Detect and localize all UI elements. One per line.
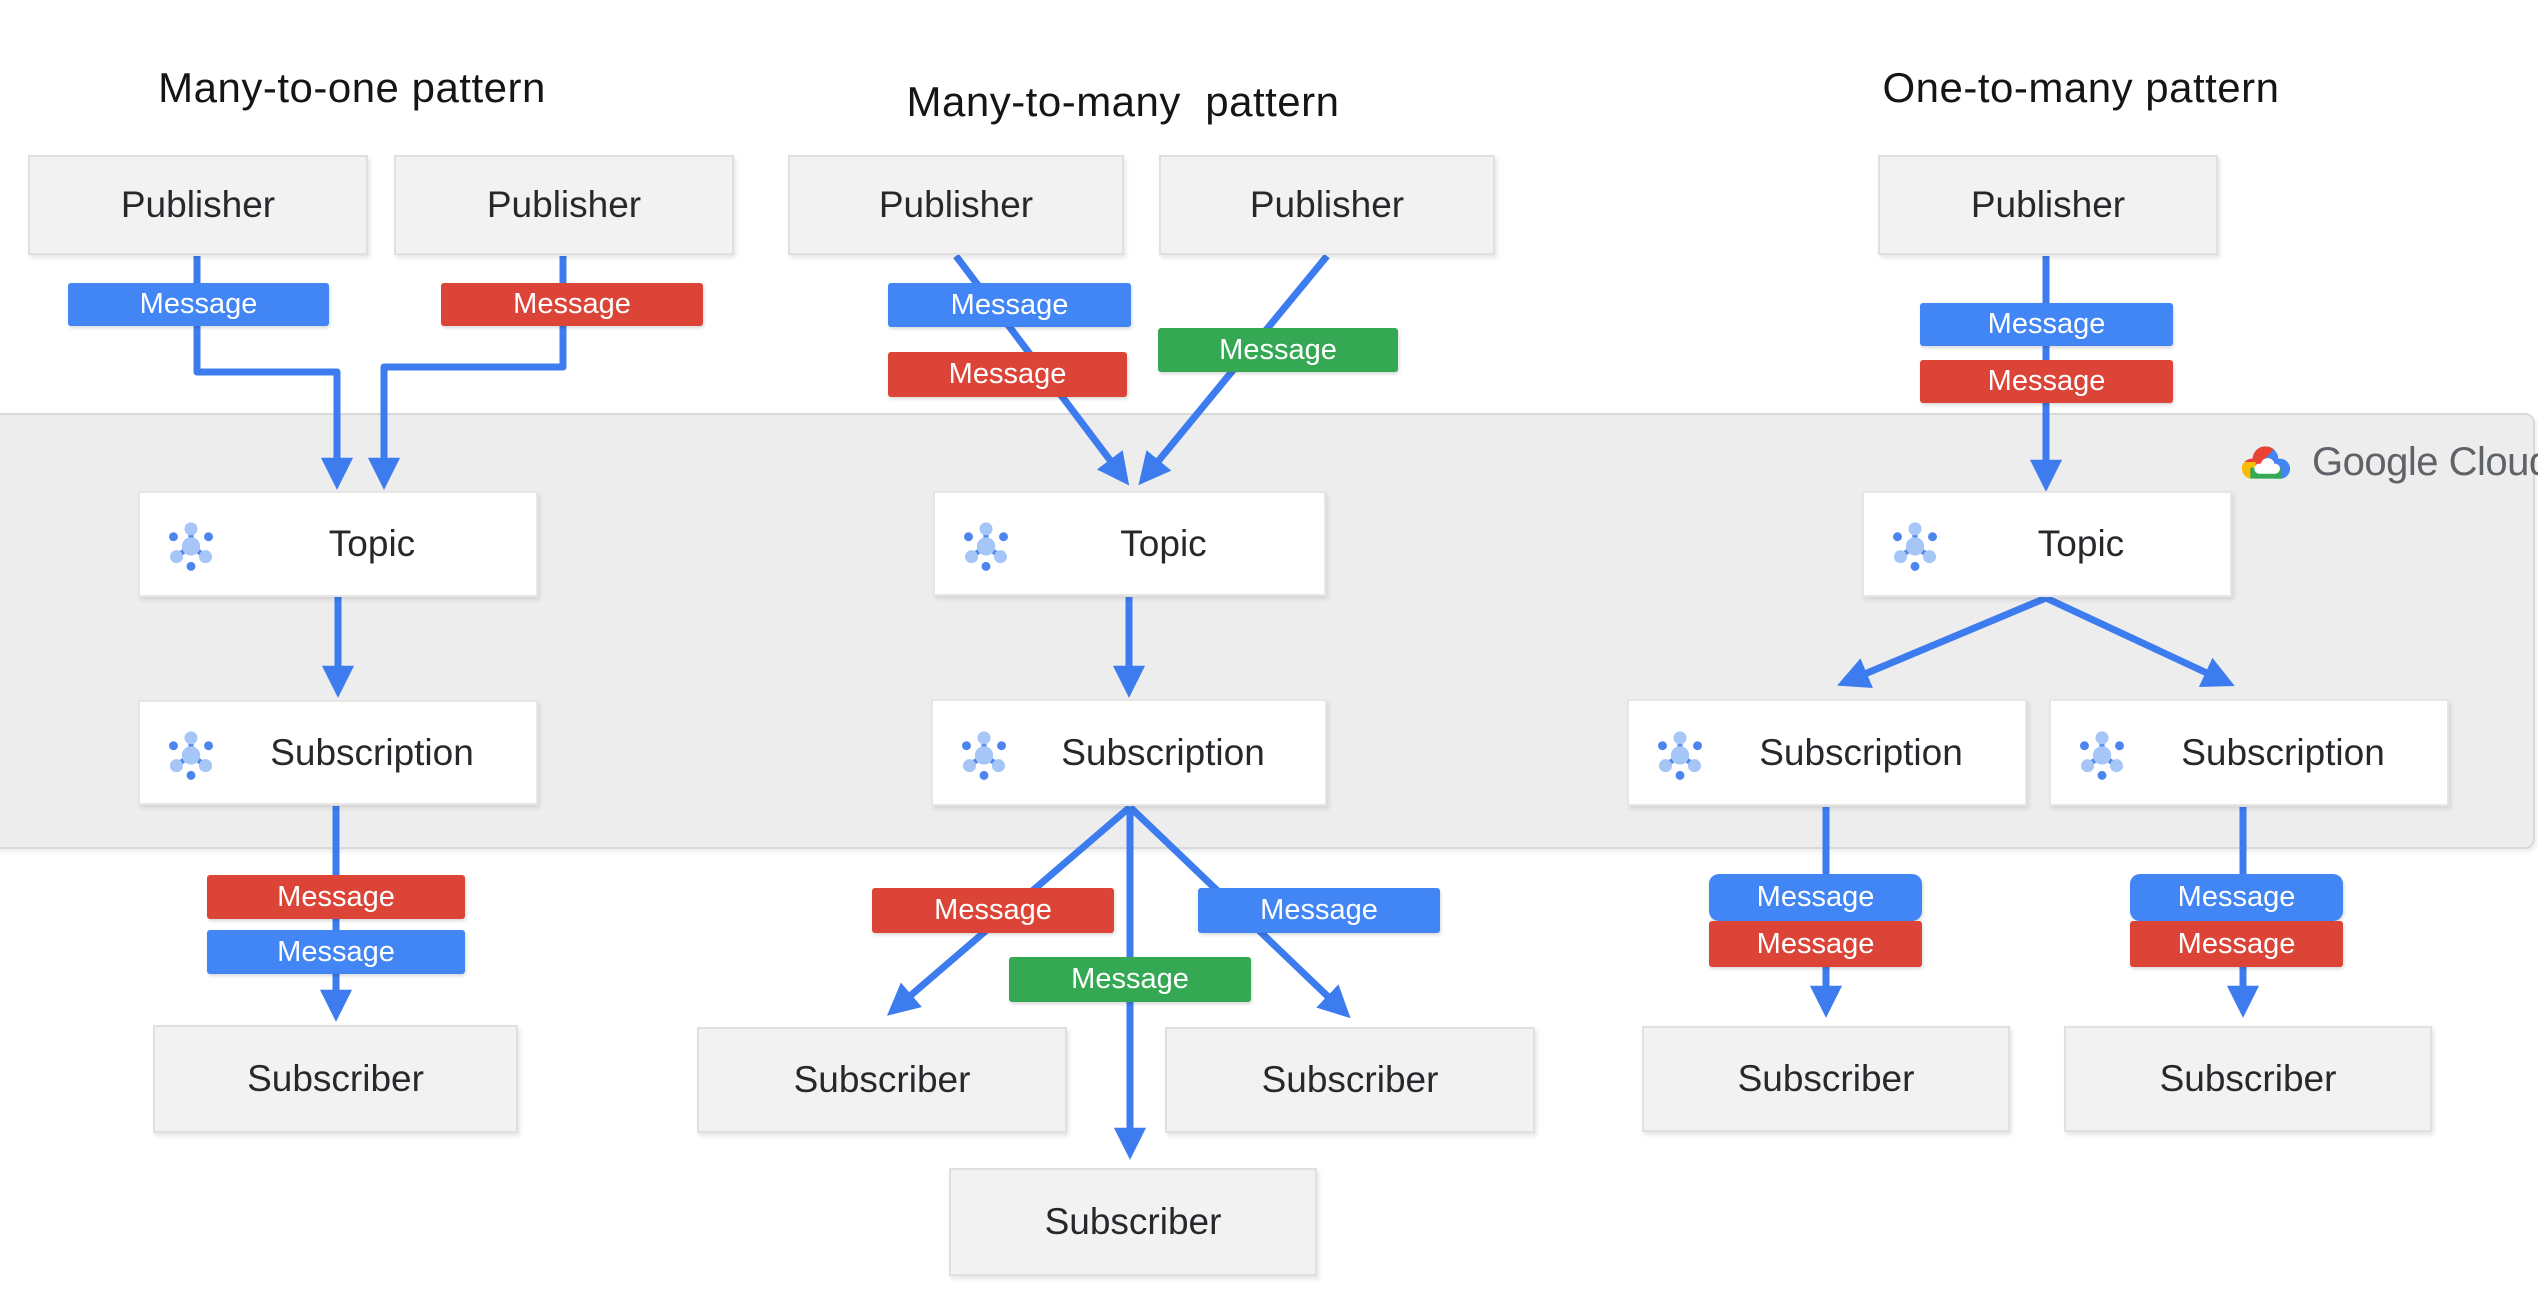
topic-label: Topic [328,523,416,564]
message-chip-red: Message [2130,921,2343,967]
subscriber-label: Subscriber [247,1058,424,1099]
subscriber-label: Subscriber [1044,1201,1222,1242]
subscriber-label: Subscriber [2159,1058,2337,1099]
publisher-box: Publisher [1159,155,1495,255]
subscription-box: Subscription [931,699,1327,806]
publisher-label: Publisher [878,184,1034,225]
message-chip-blue: Message [207,930,465,974]
subscriber-label: Subscriber [793,1059,971,1100]
subscriber-box: Subscriber [1165,1027,1535,1133]
publisher-box: Publisher [394,155,734,255]
message-chip-blue: Message [68,283,329,326]
message-chip-blue: Message [1709,874,1922,921]
publisher-label: Publisher [1249,184,1405,225]
topic-box: Topic [138,491,538,597]
title-many-to-many: Many-to-many pattern [906,78,1340,125]
subscriber-box: Subscriber [2064,1026,2432,1132]
pubsub-subscription-icon [955,724,1013,782]
subscription-box: Subscription [1627,699,2027,806]
subscriber-label: Subscriber [1261,1059,1439,1100]
topic-box: Topic [1862,491,2232,597]
pubsub-topic-icon [162,515,220,573]
message-chip-blue: Message [2130,874,2343,921]
message-chip-green: Message [1158,328,1398,372]
message-chip-green: Message [1009,957,1251,1002]
pubsub-topic-icon [957,515,1015,573]
publisher-label: Publisher [120,184,276,225]
subscriber-label: Subscriber [1737,1058,1915,1099]
message-chip-blue: Message [1198,888,1440,933]
publisher-box: Publisher [28,155,368,255]
message-chip-red: Message [872,888,1114,933]
subscriber-box: Subscriber [697,1027,1067,1133]
title-one-to-many: One-to-many pattern [1882,64,2280,111]
message-chip-red: Message [1920,360,2173,403]
pubsub-subscription-icon [162,724,220,782]
google-cloud-icon [2241,446,2291,479]
subscription-box: Subscription [2049,699,2449,806]
subscription-label: Subscription [1061,731,1265,773]
publisher-box: Publisher [1878,155,2218,255]
message-chip-blue: Message [888,283,1131,327]
message-chip-red: Message [1709,921,1922,967]
subscription-label: Subscription [270,731,474,773]
subscriber-box: Subscriber [949,1168,1317,1276]
pubsub-subscription-icon [1651,724,1709,782]
message-chip-blue: Message [1920,303,2173,346]
google-cloud-wordmark: Google Cloud [2312,439,2538,484]
pubsub-subscription-icon [2073,724,2131,782]
publisher-label: Publisher [486,184,642,225]
topic-label: Topic [1120,522,1207,564]
subscription-label: Subscription [1759,731,1963,773]
arrow-topic-to-subscription1-right [1837,594,2048,689]
message-chip-red: Message [441,283,703,326]
topic-box: Topic [933,491,1326,596]
publisher-label: Publisher [1970,184,2126,225]
message-chip-red: Message [888,352,1127,397]
subscription-box: Subscription [138,700,538,805]
pubsub-topic-icon [1886,515,1944,573]
topic-label: Topic [2037,523,2125,564]
subscriber-box: Subscriber [1642,1026,2010,1132]
message-chip-red: Message [207,875,465,919]
subscription-label: Subscription [2181,731,2385,773]
subscriber-box: Subscriber [153,1025,518,1133]
publisher-box: Publisher [788,155,1124,255]
title-many-to-one: Many-to-one pattern [158,64,546,111]
google-cloud-logo: Google Cloud [2238,438,2538,486]
arrow-topic-to-subscription2-right [2044,594,2235,688]
